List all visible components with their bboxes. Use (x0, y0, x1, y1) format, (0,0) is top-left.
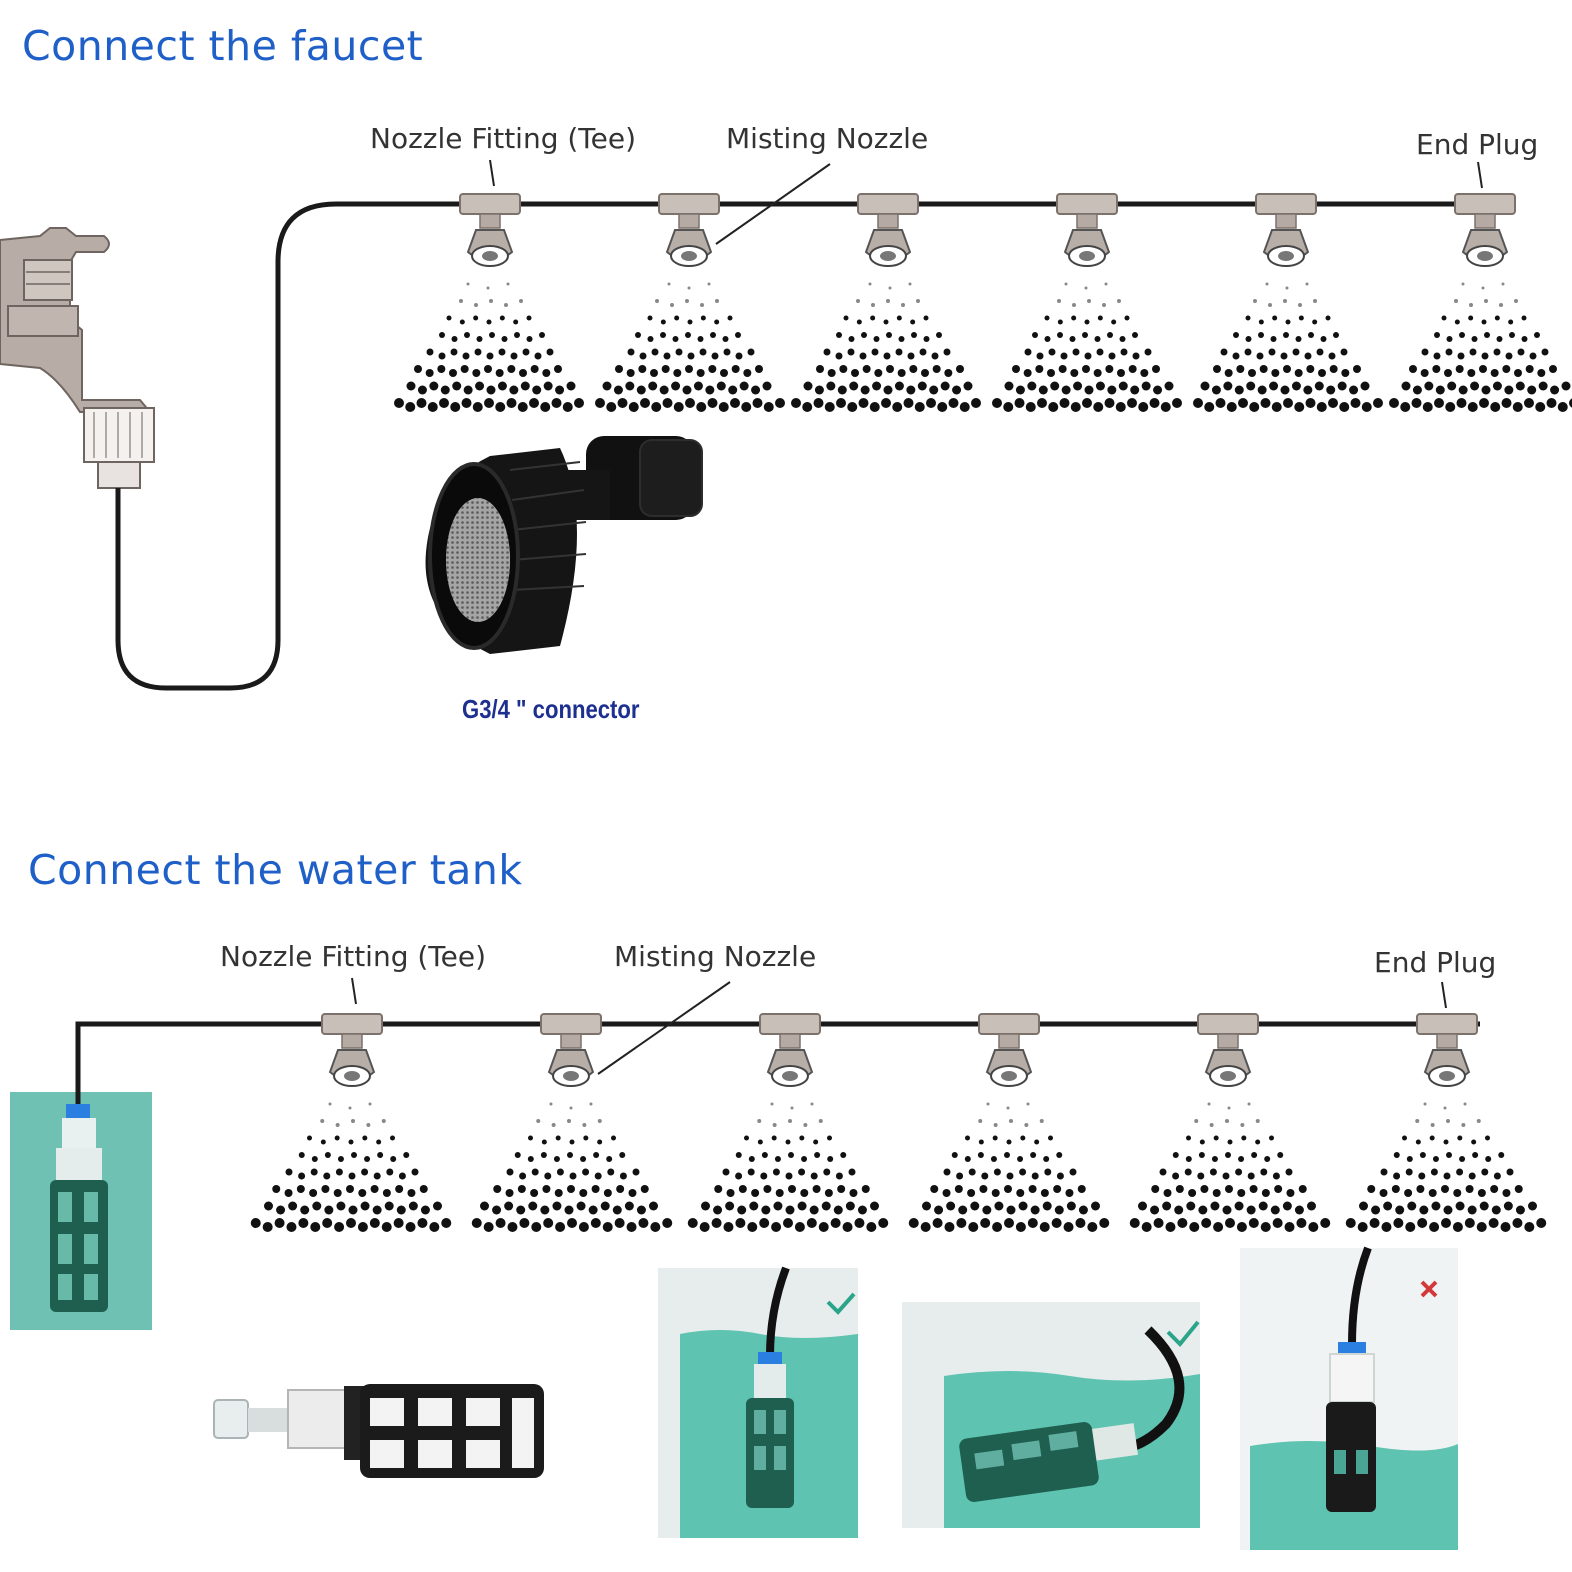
mist-cone (1389, 282, 1572, 412)
nozzle-assembly (857, 193, 919, 267)
label-nozzle-fitting-tee-top: Nozzle Fitting (Tee) (370, 122, 637, 155)
label-nozzle-fitting-tee-bottom: Nozzle Fitting (Tee) (220, 940, 487, 973)
connector-icon (425, 436, 703, 654)
nozzle-assembly (1416, 1013, 1478, 1087)
mist-spray-tank (250, 1102, 1547, 1232)
mist-cone (394, 282, 584, 412)
check-icon (1166, 1320, 1200, 1347)
mist-cone (992, 282, 1182, 412)
filter-icon (50, 1104, 108, 1312)
nozzle-assembly (540, 1013, 602, 1087)
mist-cone (595, 282, 785, 412)
nozzle-row-tank (321, 1013, 1478, 1087)
label-end-plug-top: End Plug (1416, 128, 1539, 161)
nozzle-assembly (1255, 193, 1317, 267)
mist-cone (471, 1102, 673, 1232)
check-icon (826, 1292, 856, 1315)
mist-cone (250, 1102, 452, 1232)
nozzle-assembly (658, 193, 720, 267)
placement-example-horizontal (902, 1302, 1200, 1528)
nozzle-assembly (759, 1013, 821, 1087)
nozzle-assembly (1056, 193, 1118, 267)
mist-cone (908, 1102, 1110, 1232)
mist-cone (687, 1102, 889, 1232)
faucet-diagram (0, 159, 1572, 691)
mist-cone (791, 282, 981, 412)
mist-cone (1129, 1102, 1331, 1232)
nozzle-assembly (978, 1013, 1040, 1087)
tank-section-title: Connect the water tank (28, 846, 523, 894)
label-misting-nozzle-bottom: Misting Nozzle (614, 940, 817, 973)
mist-cone (1345, 1102, 1547, 1232)
faucet-icon (0, 227, 155, 489)
loose-filter-icon (213, 1384, 544, 1478)
placement-example-partial (1240, 1246, 1458, 1550)
label-end-plug-bottom: End Plug (1374, 946, 1497, 979)
mist-spray-faucet (394, 282, 1572, 412)
label-misting-nozzle-top: Misting Nozzle (726, 122, 929, 155)
nozzle-assembly (321, 1013, 383, 1087)
mist-cone (1193, 282, 1383, 412)
nozzle-assembly (1454, 193, 1516, 267)
nozzle-assembly (1197, 1013, 1259, 1087)
nozzle-assembly (459, 193, 521, 267)
placement-example-vertical (658, 1266, 858, 1538)
cross-icon (1420, 1280, 1438, 1298)
faucet-section-title: Connect the faucet (22, 22, 424, 70)
connector-label: G3/4 " connector (462, 694, 640, 724)
nozzle-row-faucet (459, 193, 1516, 267)
